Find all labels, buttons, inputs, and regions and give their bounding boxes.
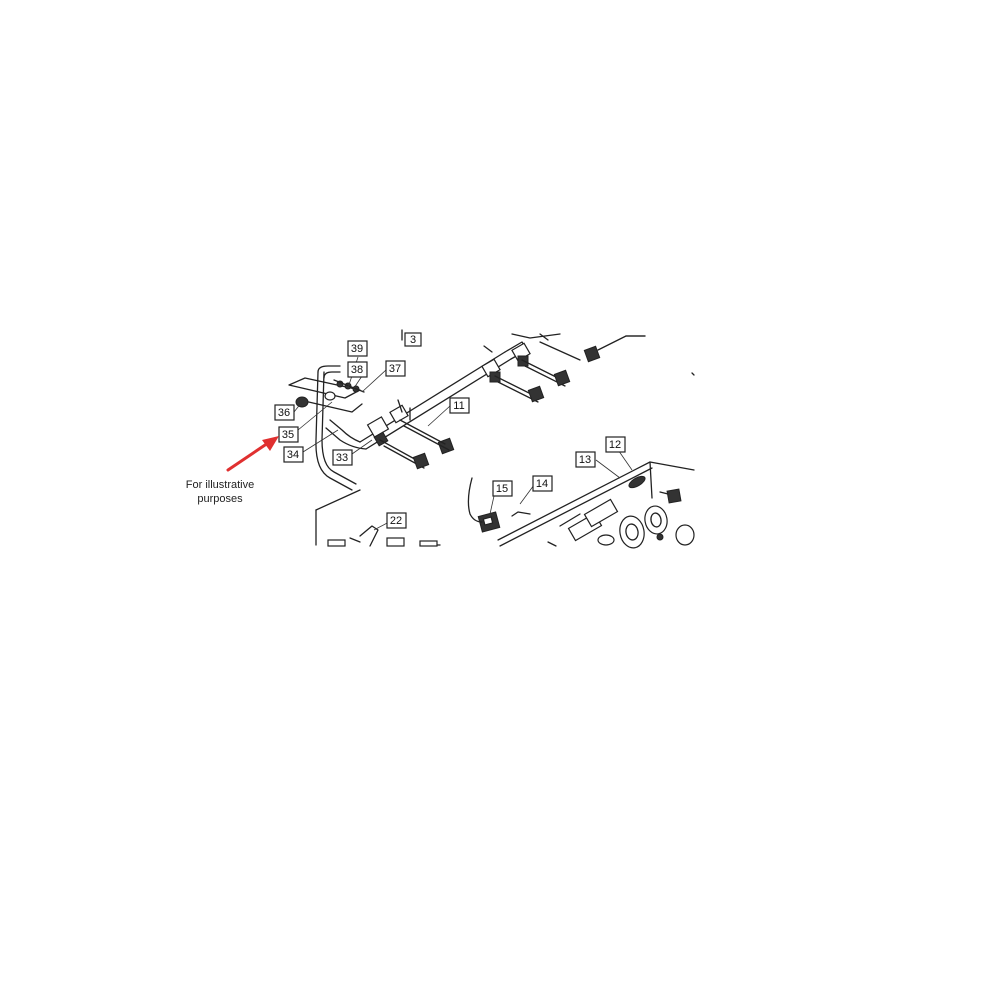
callout-33: 33	[332, 449, 353, 466]
svg-text:22: 22	[390, 515, 402, 527]
annotation-line-2: purposes	[197, 493, 243, 505]
callout-37: 37	[385, 360, 406, 377]
cropped-callouts	[327, 537, 438, 547]
red-arrow-icon	[226, 436, 279, 472]
callout-39: 39	[347, 340, 368, 357]
callout-36: 36	[274, 404, 295, 421]
callout-38: 38	[347, 361, 368, 378]
callout-13: 13	[575, 451, 596, 468]
leader-lines	[293, 356, 633, 531]
callout-14: 14	[532, 475, 553, 492]
svg-text:15: 15	[496, 483, 508, 495]
callout-11: 11	[449, 397, 470, 414]
burner-bracket-assembly	[288, 377, 365, 413]
callout-22: 22	[386, 512, 407, 529]
svg-text:33: 33	[336, 452, 348, 464]
annotation-line-1: For illustrative	[186, 479, 254, 491]
gas-manifold-pipe	[325, 341, 528, 450]
svg-text:11: 11	[453, 400, 464, 412]
svg-text:3: 3	[410, 334, 416, 346]
svg-text:35: 35	[282, 429, 294, 441]
fitting-22	[349, 525, 379, 547]
svg-text:36: 36	[278, 407, 290, 419]
callout-3: 3	[404, 332, 422, 347]
svg-text:34: 34	[287, 449, 299, 461]
callout-35: 35	[278, 426, 299, 443]
svg-text:14: 14	[536, 478, 548, 490]
burner-valve-cluster-left	[366, 399, 455, 470]
callout-12: 12	[605, 436, 626, 453]
svg-text:37: 37	[389, 363, 401, 375]
svg-text:12: 12	[609, 439, 621, 451]
svg-text:13: 13	[579, 454, 591, 466]
svg-text:39: 39	[351, 343, 363, 355]
callout-34: 34	[283, 446, 304, 463]
burner-valve-cluster-upper	[481, 333, 646, 403]
callout-15: 15	[492, 480, 513, 497]
ignition-module	[467, 477, 531, 533]
svg-text:38: 38	[351, 364, 363, 376]
control-panel-assembly	[497, 461, 695, 549]
